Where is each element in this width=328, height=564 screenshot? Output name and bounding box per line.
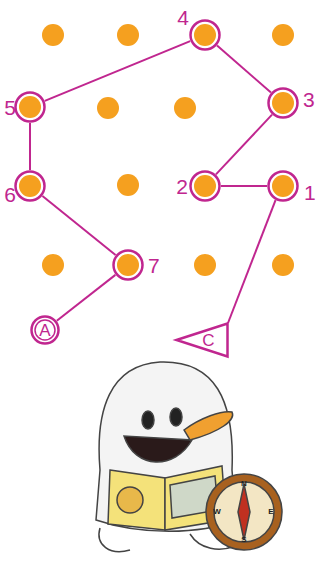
node-outline — [175, 322, 229, 358]
node-outline — [189, 170, 221, 202]
path-line — [57, 275, 116, 321]
point-number: 3 — [303, 89, 315, 110]
node-outline — [14, 170, 46, 202]
node-outline — [112, 249, 144, 281]
path-line — [228, 200, 276, 323]
node-outline — [267, 87, 299, 119]
numbered-dot: 7 — [112, 249, 144, 281]
compass-letter: E — [268, 508, 273, 516]
ghost-reader — [96, 362, 282, 552]
compass-letter: S — [241, 536, 246, 544]
point-number: 6 — [4, 184, 16, 205]
path-line — [29, 123, 31, 170]
numbered-dot: 3 — [267, 87, 299, 119]
compass-letter: W — [213, 508, 221, 516]
point-number: 2 — [176, 176, 188, 197]
point-number: 5 — [4, 97, 16, 118]
node-outline — [14, 91, 46, 123]
triangle-node: C — [175, 322, 229, 358]
numbered-dot: 6 — [14, 170, 46, 202]
numbered-dot: 5 — [14, 91, 46, 123]
node-outline — [267, 170, 299, 202]
node-outline — [189, 19, 221, 51]
letter-circle: A — [30, 315, 60, 345]
shape-letter: C — [202, 332, 214, 349]
path-line — [45, 41, 190, 101]
path-line — [216, 115, 272, 175]
path-line — [217, 46, 271, 93]
point-number: 7 — [148, 255, 160, 276]
compass-letter: N — [241, 480, 247, 488]
orange-dots — [42, 24, 294, 276]
numbered-dot: 2 — [189, 170, 221, 202]
numbered-dot: 1 — [267, 170, 299, 202]
point-number: 1 — [304, 182, 316, 203]
path-line — [42, 196, 115, 255]
point-number: 4 — [177, 7, 189, 28]
path-line — [221, 185, 267, 187]
numbered-dot: 4 — [189, 19, 221, 51]
shape-letter: A — [39, 322, 50, 339]
